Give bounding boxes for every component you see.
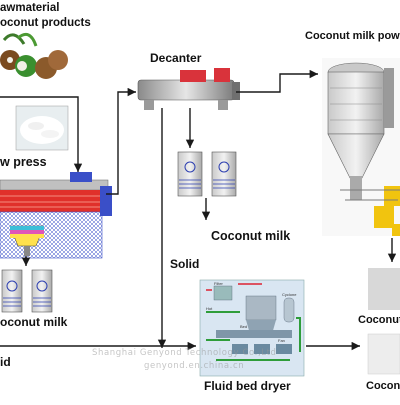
coconut-right-label-1: Coconut — [358, 314, 400, 326]
raw-material-label-line2: oconut products — [0, 17, 91, 29]
decanter-machine — [137, 68, 240, 110]
dryer-small-label-4: Fan — [278, 338, 285, 343]
coconut-powder-image-1 — [368, 268, 400, 310]
coconut-icon — [0, 32, 68, 79]
powder-plant-label: Coconut milk pow — [305, 30, 400, 42]
fluid-bed-dryer-schematic: Filter Hot Cyclone Fan Bed — [199, 279, 305, 377]
grated-coconut-image — [15, 105, 69, 151]
watermark-site: genyond.en.china.cn — [144, 361, 245, 371]
decanter-label: Decanter — [150, 51, 202, 65]
coconut-milk-press-label: oconut milk — [0, 315, 68, 329]
dryer-small-label-3: Cyclone — [282, 292, 297, 297]
dryer-small-label-5: Bed — [240, 324, 247, 329]
fluid-bed-dryer-label: Fluid bed dryer — [204, 379, 291, 393]
arrow-raw-to-press — [0, 96, 83, 172]
screw-press-label: w press — [0, 155, 47, 169]
screw-press-machine — [0, 172, 112, 259]
decanter-milk-tanks — [177, 151, 237, 197]
coconut-powder-image-2 — [367, 333, 400, 375]
press-milk-tanks — [1, 269, 53, 313]
coconut-milk-decanter-label: Coconut milk — [211, 229, 291, 243]
coconut-right-label-2: Cocon — [366, 380, 400, 392]
arrow-decanter-to-powder — [236, 69, 318, 93]
dryer-small-label-1: Filter — [214, 281, 224, 286]
solid-middle-label: Solid — [170, 257, 200, 271]
raw-material-label-line1: awmaterial — [0, 2, 60, 14]
watermark-company: Shanghai Genyond Technology Co.,Ltd — [92, 348, 277, 358]
solid-left-label: id — [0, 355, 11, 369]
spray-dryer-plant — [322, 58, 400, 236]
arrow-press-to-decanter — [106, 87, 136, 195]
dryer-small-label-2: Hot — [206, 306, 213, 311]
flow-arrows — [0, 69, 397, 351]
